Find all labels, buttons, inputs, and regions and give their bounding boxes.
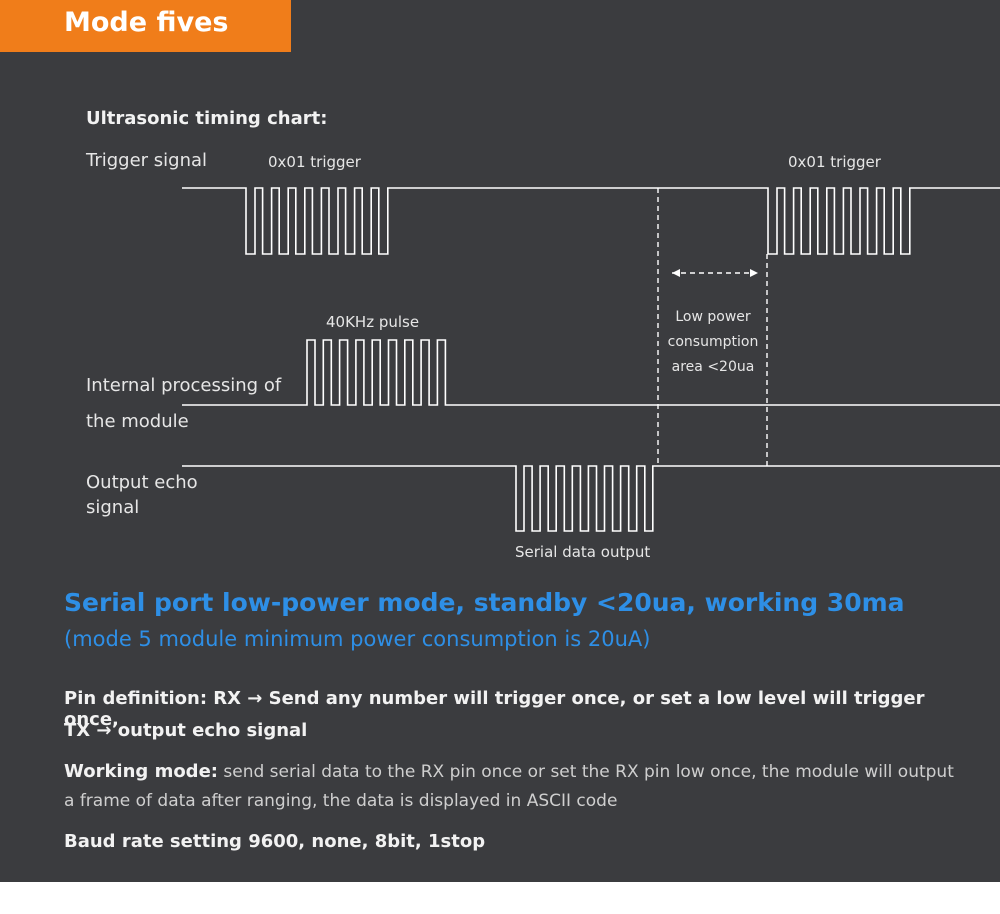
arrow-head-right: [750, 269, 758, 277]
working-mode-label: Working mode:: [64, 761, 218, 782]
working-mode-text-1: send serial data to the RX pin once or s…: [217, 762, 954, 782]
working-mode-line-2: a frame of data after ranging, the data …: [64, 791, 618, 811]
trigger-signal-label: Trigger signal: [86, 150, 208, 171]
baud-rate: Baud rate setting 9600, none, 8bit, 1sto…: [64, 831, 486, 852]
mode-title: Mode fives: [64, 7, 229, 38]
serial-data-output-label: Serial data output: [515, 543, 651, 561]
timing-chart-title: Ultrasonic timing chart:: [86, 108, 328, 129]
trigger-burst-label-2: 0x01 trigger: [788, 153, 881, 171]
mode-title-tag: Mode fives: [0, 0, 291, 52]
output-echo-label-1: Output echo: [86, 472, 198, 493]
headline: Serial port low-power mode, standby <20u…: [64, 588, 905, 617]
low-power-line-1: Low power: [675, 309, 751, 325]
low-power-line-3: area <20ua: [671, 359, 755, 375]
output-echo-waveform: [182, 465, 1000, 532]
output-echo-label-2: signal: [86, 497, 140, 518]
trigger-burst-label-1: 0x01 trigger: [268, 153, 361, 171]
trigger-signal-waveform: [182, 187, 1000, 255]
internal-processing-label-1: Internal processing of: [86, 375, 282, 396]
pin-definition-line-1: Pin definition: RX → Send any number wil…: [64, 688, 925, 730]
low-power-line-2: consumption: [667, 334, 759, 350]
pin-definition-line-2: TX → output echo signal: [64, 720, 308, 741]
arrow-head-left: [672, 269, 680, 277]
subline: (mode 5 module minimum power consumption…: [64, 627, 651, 651]
pulse-label: 40KHz pulse: [326, 313, 420, 331]
content-panel: Mode fives Ultrasonic timing chart: Trig…: [0, 0, 1000, 882]
low-power-area-label: Low power consumption area <20ua: [660, 305, 766, 380]
internal-processing-waveform: [182, 339, 1000, 406]
timing-diagram: [182, 187, 1000, 532]
internal-processing-label-2: the module: [86, 411, 189, 432]
working-mode-line-1: Working mode: send serial data to the RX…: [64, 761, 964, 782]
